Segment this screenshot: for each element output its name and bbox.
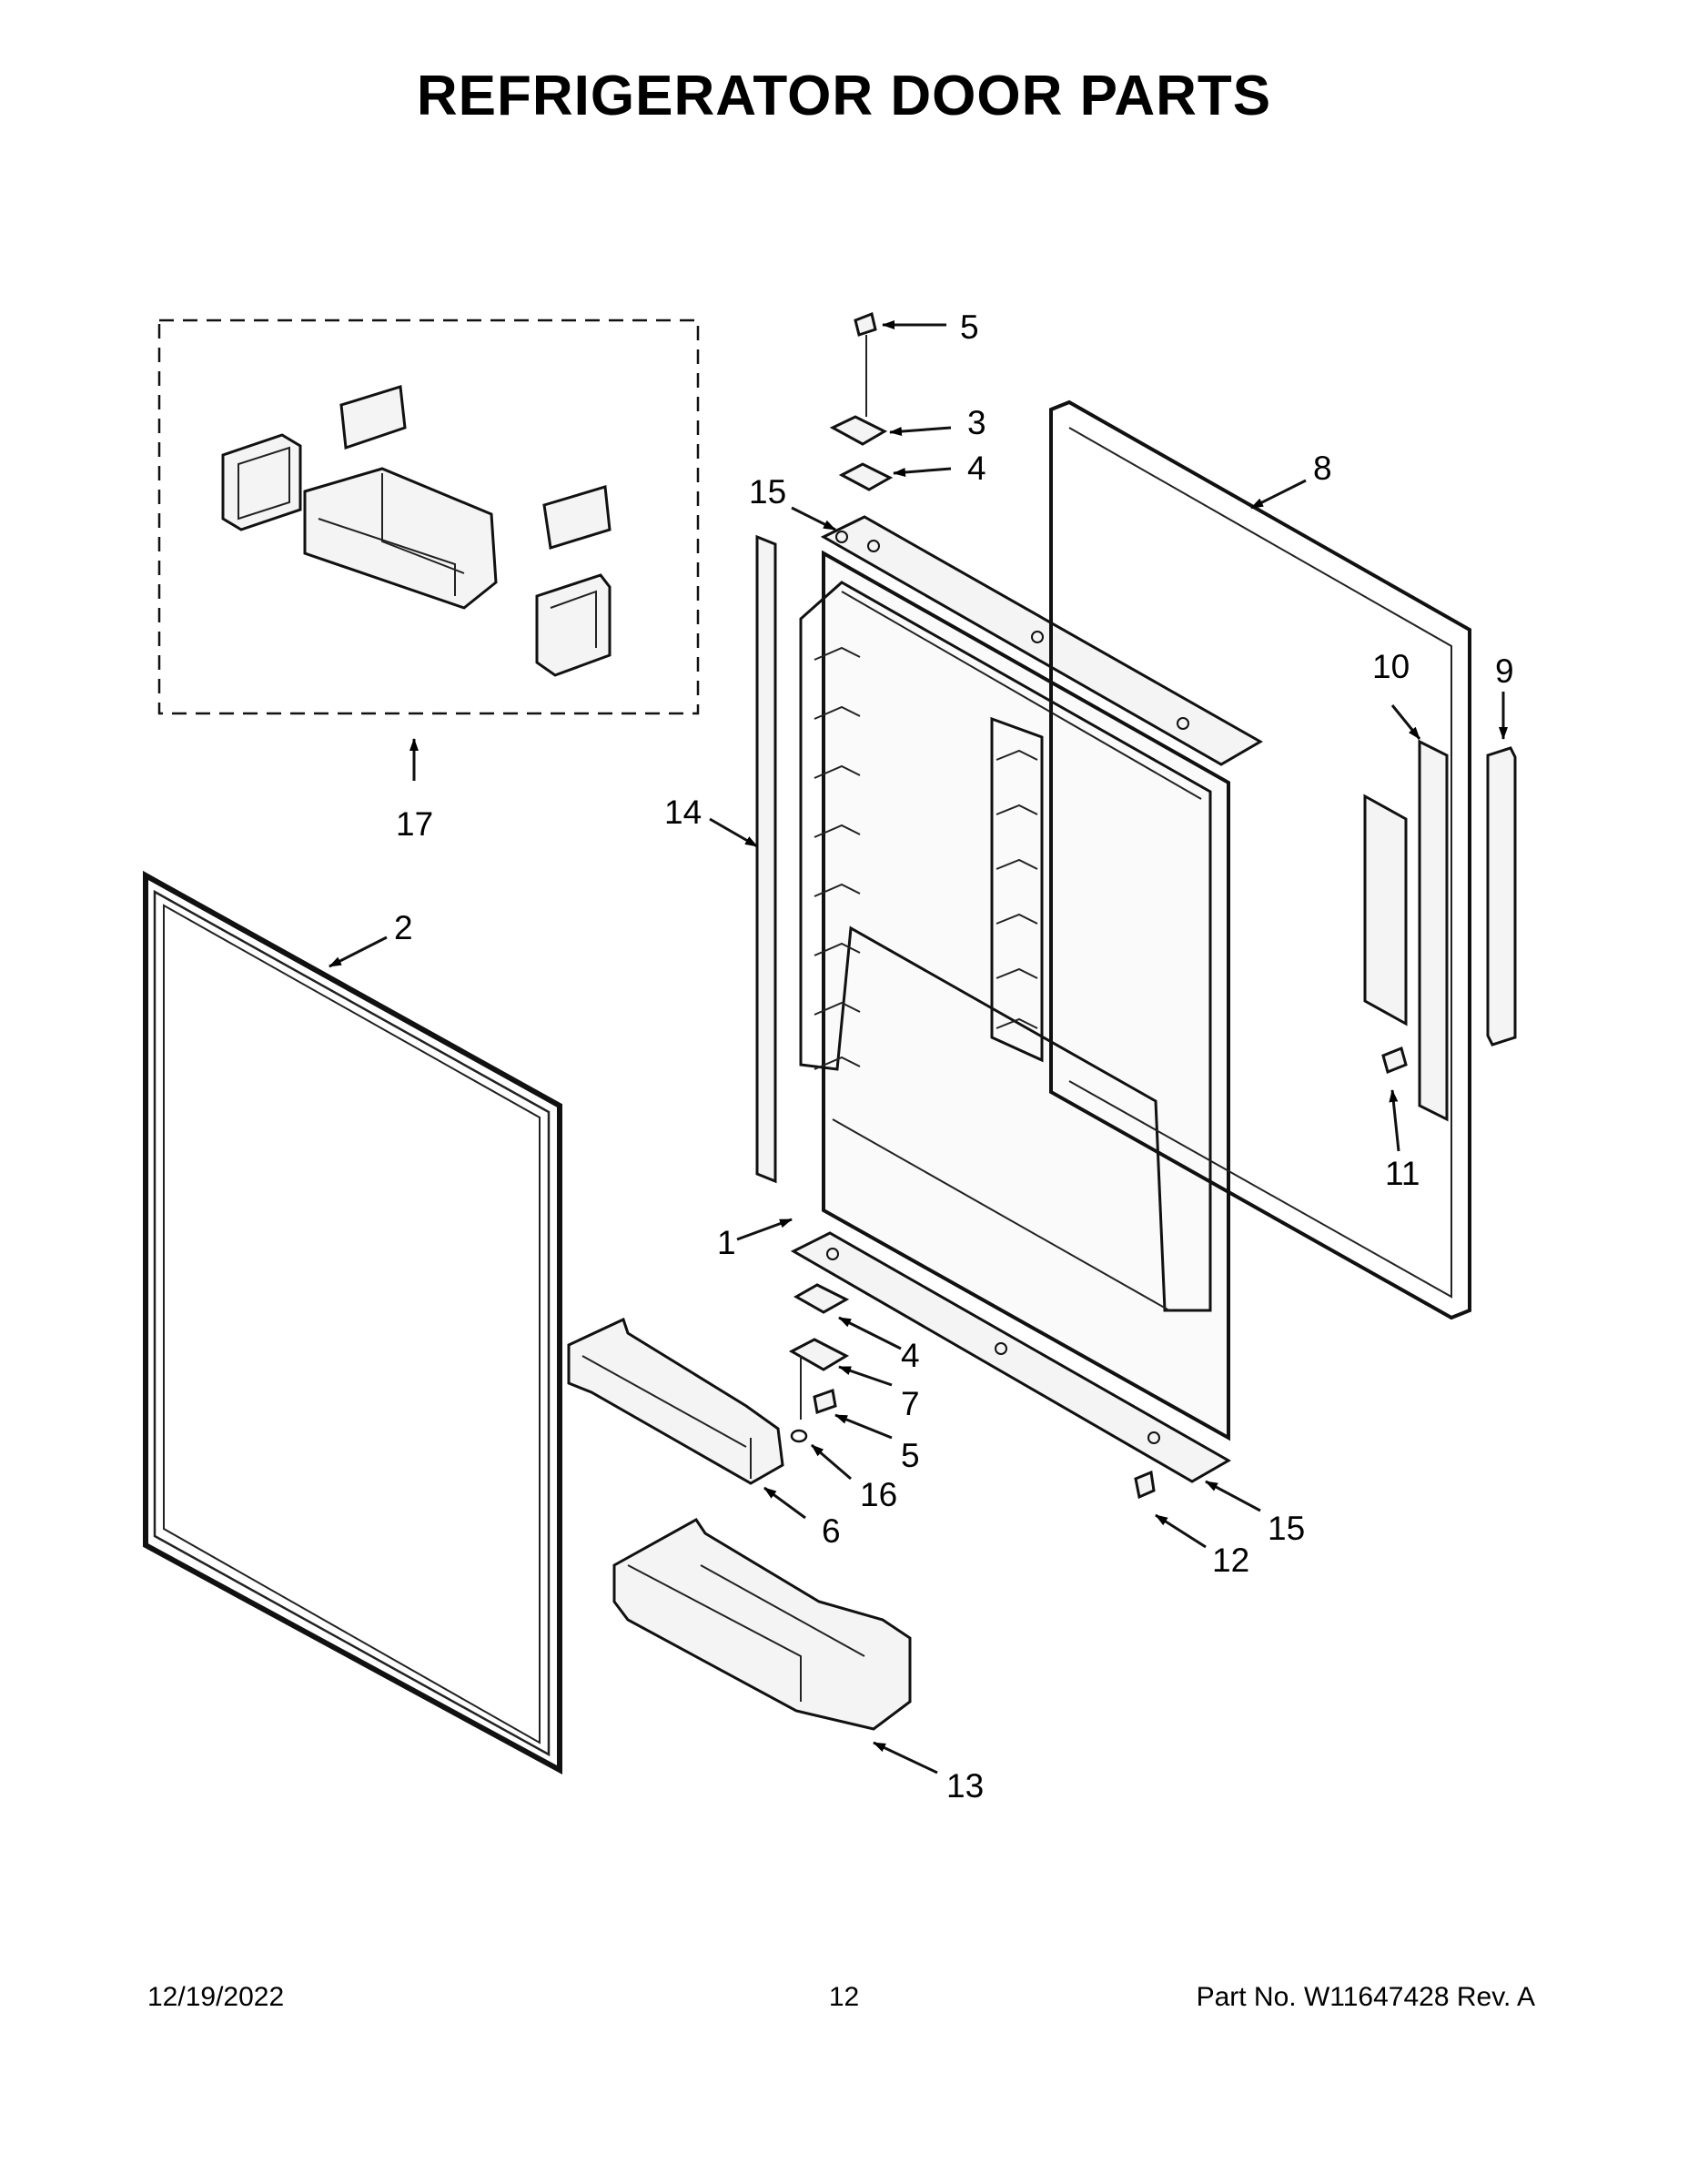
footer-page-number: 12	[828, 1982, 860, 2012]
callout-5-top: 5	[960, 308, 979, 346]
callout-2: 2	[394, 909, 413, 946]
part-17-bin-assembly	[157, 318, 700, 715]
part-11-screw	[1381, 1046, 1408, 1075]
part-1-door-liner	[799, 550, 1230, 1441]
callout-9: 9	[1495, 652, 1514, 690]
callout-15-bottom: 15	[1268, 1510, 1305, 1547]
callout-16: 16	[860, 1476, 897, 1513]
callout-4-bottom: 4	[901, 1337, 920, 1374]
part-2-door-gasket	[143, 870, 562, 1775]
part-12-screw	[1134, 1470, 1156, 1500]
callout-4-top: 4	[967, 450, 986, 487]
part-16-washer	[790, 1429, 808, 1443]
part-4-top-shim	[838, 462, 894, 491]
part-7-bottom-hinge	[788, 1338, 850, 1420]
callout-15-top: 15	[749, 473, 786, 511]
callout-1: 1	[717, 1224, 736, 1261]
page-title: REFRIGERATOR DOOR PARTS	[416, 65, 1272, 127]
callout-17: 17	[396, 805, 433, 843]
footer-date: 12/19/2022	[147, 1982, 285, 2012]
part-15-bottom-cap	[790, 1231, 1232, 1483]
part-10-handle-bracket	[1363, 739, 1449, 1122]
callout-8: 8	[1313, 450, 1332, 487]
callout-3: 3	[967, 404, 986, 441]
callout-14: 14	[664, 794, 702, 831]
callout-5-bottom: 5	[901, 1437, 920, 1474]
part-14-strip	[755, 534, 777, 1184]
part-5-bottom-screw	[813, 1389, 837, 1414]
callout-10: 10	[1372, 648, 1410, 685]
part-4-bottom-shim	[793, 1283, 850, 1314]
callout-13: 13	[946, 1767, 984, 1805]
part-15-top-cap	[820, 515, 1264, 766]
footer-part-number: Part No. W11647428 Rev. A	[1196, 1982, 1535, 2012]
part-9-handle-trim	[1486, 746, 1517, 1046]
part-3-hinge-cover	[829, 415, 888, 446]
callout-7: 7	[901, 1385, 920, 1422]
part-6-door-bin	[567, 1317, 784, 1485]
callout-11: 11	[1385, 1155, 1420, 1192]
callout-12: 12	[1212, 1542, 1249, 1579]
part-13-door-bin-large	[612, 1518, 912, 1731]
callout-6: 6	[822, 1512, 841, 1550]
part-8-outer-door-panel	[1049, 399, 1471, 1320]
part-5-top-screw	[854, 311, 877, 417]
